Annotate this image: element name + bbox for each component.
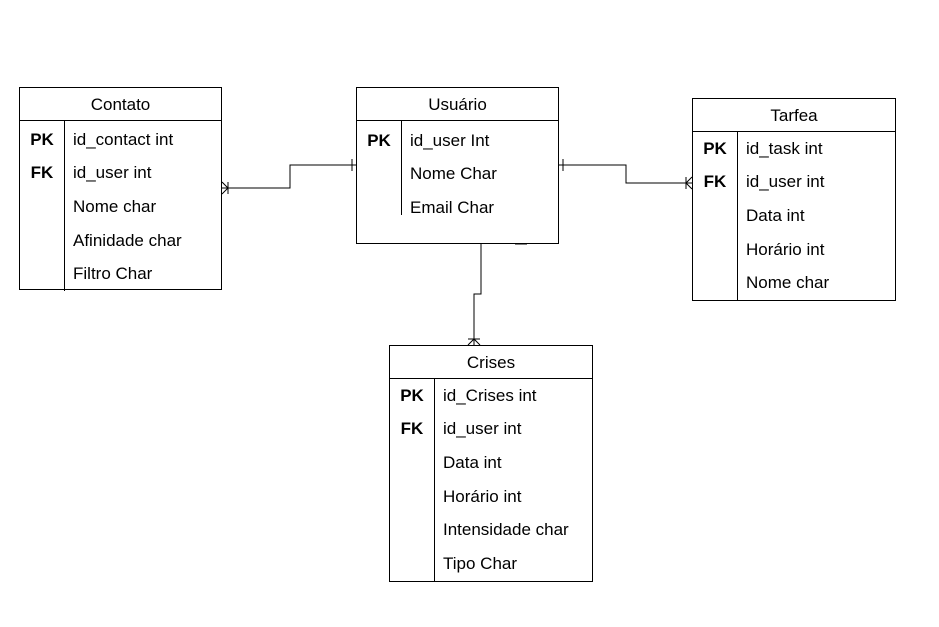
field-name: Email Char (410, 197, 495, 217)
many-marker-crow (221, 181, 229, 195)
entity-crises: Crises PK id_Crises int FK id_user int D… (389, 345, 593, 582)
connector-usuario-contato (221, 159, 356, 195)
field-row: Data int (693, 199, 895, 233)
entity-fields: PK id_Crises int FK id_user int Data int… (390, 379, 592, 581)
connector-usuario-crises (467, 243, 527, 346)
field-row: Horário int (693, 233, 895, 267)
field-row: PK id_contact int (20, 123, 221, 157)
field-row: Tipo Char (390, 547, 592, 581)
entity-fields: PK id_task int FK id_user int Data int H… (693, 132, 895, 300)
key-label: PK (703, 138, 727, 158)
entity-tarfea: Tarfea PK id_task int FK id_user int Dat… (692, 98, 896, 301)
field-row: Afinidade char (20, 224, 221, 258)
field-row: Data int (390, 446, 592, 480)
key-label: FK (30, 163, 54, 183)
field-name: id_user Int (410, 130, 490, 150)
field-name: Nome char (73, 196, 157, 216)
entity-title: Contato (20, 88, 221, 121)
field-row: Horário int (390, 480, 592, 514)
many-marker-crow (467, 338, 481, 346)
field-name: Data int (443, 452, 502, 472)
field-name: Afinidade char (73, 230, 182, 250)
entity-fields: PK id_contact int FK id_user int Nome ch… (20, 121, 221, 291)
key-label: PK (30, 129, 54, 149)
key-label: PK (400, 385, 424, 405)
field-name: Horário int (746, 239, 825, 259)
field-name: Data int (746, 205, 805, 225)
field-row: Nome char (693, 266, 895, 300)
key-label: FK (400, 419, 424, 439)
field-row: Email Char (357, 191, 558, 225)
entity-usuario: Usuário PK id_user Int Nome Char Email C… (356, 87, 559, 244)
many-marker-crow (685, 176, 693, 190)
entity-title: Crises (390, 346, 592, 379)
field-name: id_user int (746, 172, 825, 192)
entity-fields: PK id_user Int Nome Char Email Char (357, 121, 558, 225)
entity-title: Tarfea (693, 99, 895, 132)
field-row: PK id_user Int (357, 124, 558, 158)
field-name: Tipo Char (443, 553, 518, 573)
key-label: PK (367, 130, 391, 150)
field-row: FK id_user int (20, 157, 221, 191)
field-name: id_user int (443, 419, 522, 439)
field-name: id_Crises int (443, 385, 537, 405)
entity-contato: Contato PK id_contact int FK id_user int… (19, 87, 222, 291)
field-row: FK id_user int (390, 413, 592, 447)
field-name: Horário int (443, 486, 522, 506)
field-name: id_task int (746, 138, 823, 158)
connector-usuario-tarfea (559, 159, 693, 190)
key-label: FK (703, 172, 727, 192)
field-name: id_user int (73, 163, 152, 183)
field-row: Intensidade char (390, 513, 592, 547)
field-row: FK id_user int (693, 166, 895, 200)
field-row: Filtro Char (20, 257, 221, 291)
field-row: Nome char (20, 190, 221, 224)
field-row: PK id_Crises int (390, 379, 592, 413)
field-row: Nome Char (357, 158, 558, 192)
field-name: Nome Char (410, 164, 497, 184)
field-name: Intensidade char (443, 520, 569, 540)
entity-title: Usuário (357, 88, 558, 121)
field-row: PK id_task int (693, 132, 895, 166)
field-name: id_contact int (73, 129, 174, 149)
field-name: Filtro Char (73, 264, 153, 284)
field-name: Nome char (746, 273, 830, 293)
